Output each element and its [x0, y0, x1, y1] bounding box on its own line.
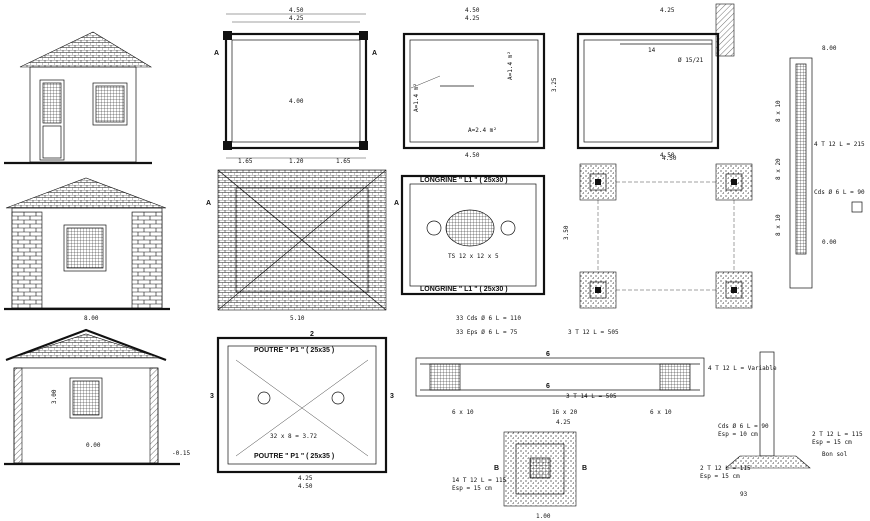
rebar-text: 2 T 12 L = 115 — [812, 431, 863, 438]
dim-text: 4.25 — [660, 7, 675, 14]
rebar-text: 14 T 12 L = 115 — [452, 477, 507, 484]
rebar-text: 3 T 12 L = 505 — [568, 329, 619, 336]
dim-text: 4.50 — [298, 483, 313, 490]
level-text: 8.00 — [84, 315, 99, 322]
spacing-text: 16 x 20 — [552, 409, 578, 416]
rebar-text: 33 Eps Ø 6 L = 75 — [456, 329, 518, 336]
level-text: 8.00 — [822, 45, 837, 52]
plumbing-plan: 4.25 14 Ø 15/21 4.50 — [576, 3, 735, 159]
section-marker: 2 — [310, 331, 314, 338]
section-marker: B — [582, 465, 587, 472]
section-elevation: 8.00 0.00 -0.15 3.00 — [4, 315, 190, 466]
dim-text: 1.00 — [536, 513, 551, 520]
spacing-text: 8 x 10 — [775, 100, 782, 122]
rebar-text: Esp = 15 cm — [700, 473, 740, 480]
dim-text: 1.20 — [289, 158, 304, 165]
section-marker: 3 — [210, 393, 214, 400]
electrical-plan: 4.50 4.25 A=1.4 m² A=1.4 m² A=2.4 m² 4.5… — [402, 7, 558, 159]
dim-text: 4.00 — [289, 98, 304, 105]
section-marker: A — [372, 50, 377, 57]
rebar-text: 3 T 14 L = 505 — [566, 393, 617, 400]
beam-detail: 33 Cds Ø 6 L = 110 33 Eps Ø 6 L = 75 3 T… — [415, 315, 705, 426]
section-marker: A — [214, 50, 219, 57]
level-text: 0.00 — [822, 239, 837, 246]
beam-label: POUTRE " P1 " ( 25x35 ) — [254, 347, 334, 354]
footing-detail: 14 T 12 L = 115 Esp = 15 cm 1.00 B B — [452, 431, 587, 520]
section-marker: 6 — [546, 351, 550, 358]
dim-text: 4.50 — [465, 152, 480, 159]
spacing-text: 6 x 10 — [650, 409, 672, 416]
rebar-text: Esp = 15 cm — [812, 439, 852, 446]
rebar-text: 2 T 12 L = 115 — [700, 465, 751, 472]
foundation-plan: LONGRINE " L1 " ( 25x30 ) LONGRINE " L1 … — [400, 174, 546, 296]
section-marker: B — [494, 465, 499, 472]
footing-plan: 4.50 3.50 — [563, 155, 753, 309]
dim-text: 1.65 — [238, 158, 253, 165]
rebar-text: Cds Ø 6 L = 90 — [718, 423, 769, 430]
rebar-text: 4 T 12 L = Variable — [708, 365, 777, 372]
dim-text: 3.25 — [551, 77, 558, 92]
dim-text: 4.50 — [289, 7, 304, 14]
spacing-text: 8 x 10 — [775, 214, 782, 236]
area-text: A=2.4 m² — [468, 127, 497, 134]
spacing-text: 8 x 20 — [775, 158, 782, 180]
ts-label: TS 12 x 12 x 5 — [448, 253, 499, 260]
dim-text: 4.50 — [465, 7, 480, 14]
rebar-text: 33 Cds Ø 6 L = 110 — [456, 315, 521, 322]
dim-text: 5.10 — [290, 315, 305, 322]
level-text: 0.00 — [86, 442, 101, 449]
dim-text: 4.25 — [298, 475, 313, 482]
slab-plan: POUTRE " P1 " ( 25x35 ) POUTRE " P1 " ( … — [210, 331, 394, 490]
rebar-text: 4 T 12 L = 215 — [814, 141, 865, 148]
dim-text: 4.25 — [556, 419, 571, 426]
section-marker: 3 — [390, 393, 394, 400]
pipe-text: Ø 15/21 — [678, 57, 704, 64]
dim-text: 93 — [740, 491, 748, 498]
footing-section: 4 T 12 L = Variable Cds Ø 6 L = 90 Esp =… — [700, 351, 863, 498]
section-marker: A — [394, 200, 399, 207]
dim-text: 4.25 — [289, 15, 304, 22]
roof-plan: 5.10 A A — [206, 169, 399, 322]
level-text: -0.15 — [172, 450, 190, 457]
rebar-text: Esp = 15 cm — [452, 485, 492, 492]
dim-text: 1.65 — [336, 158, 351, 165]
rebar-text: Esp = 10 cm — [718, 431, 758, 438]
room-text: 14 — [648, 47, 656, 54]
column-detail: 8.00 0.00 4 T 12 L = 215 Cds Ø 6 L = 90 … — [775, 45, 865, 289]
floor-plan: 4.50 4.25 4.00 1.65 1.20 1.65 A A — [214, 7, 377, 165]
section-marker: A — [206, 200, 211, 207]
bars-label: 32 x 8 = 3.72 — [270, 433, 317, 440]
dim-text: 4.25 — [465, 15, 480, 22]
dim-text: 4.50 — [662, 155, 677, 162]
beam-label: POUTRE " P1 " ( 25x35 ) — [254, 453, 334, 460]
side-elevation — [4, 177, 170, 311]
dim-text: 3.00 — [51, 389, 58, 404]
dim-text: 3.50 — [563, 225, 570, 240]
area-text: A=1.4 m² — [507, 51, 514, 80]
spacing-text: 6 x 10 — [452, 409, 474, 416]
soil-text: Bon sol — [822, 451, 848, 458]
beam-label: LONGRINE " L1 " ( 25x30 ) — [420, 177, 508, 184]
rebar-text: Cds Ø 6 L = 90 — [814, 189, 865, 196]
front-elevation — [4, 31, 153, 165]
section-marker: 6 — [546, 383, 550, 390]
area-text: A=1.4 m² — [413, 83, 420, 112]
dim-text: 4.50 — [660, 152, 675, 159]
beam-label: LONGRINE " L1 " ( 25x30 ) — [420, 286, 508, 293]
